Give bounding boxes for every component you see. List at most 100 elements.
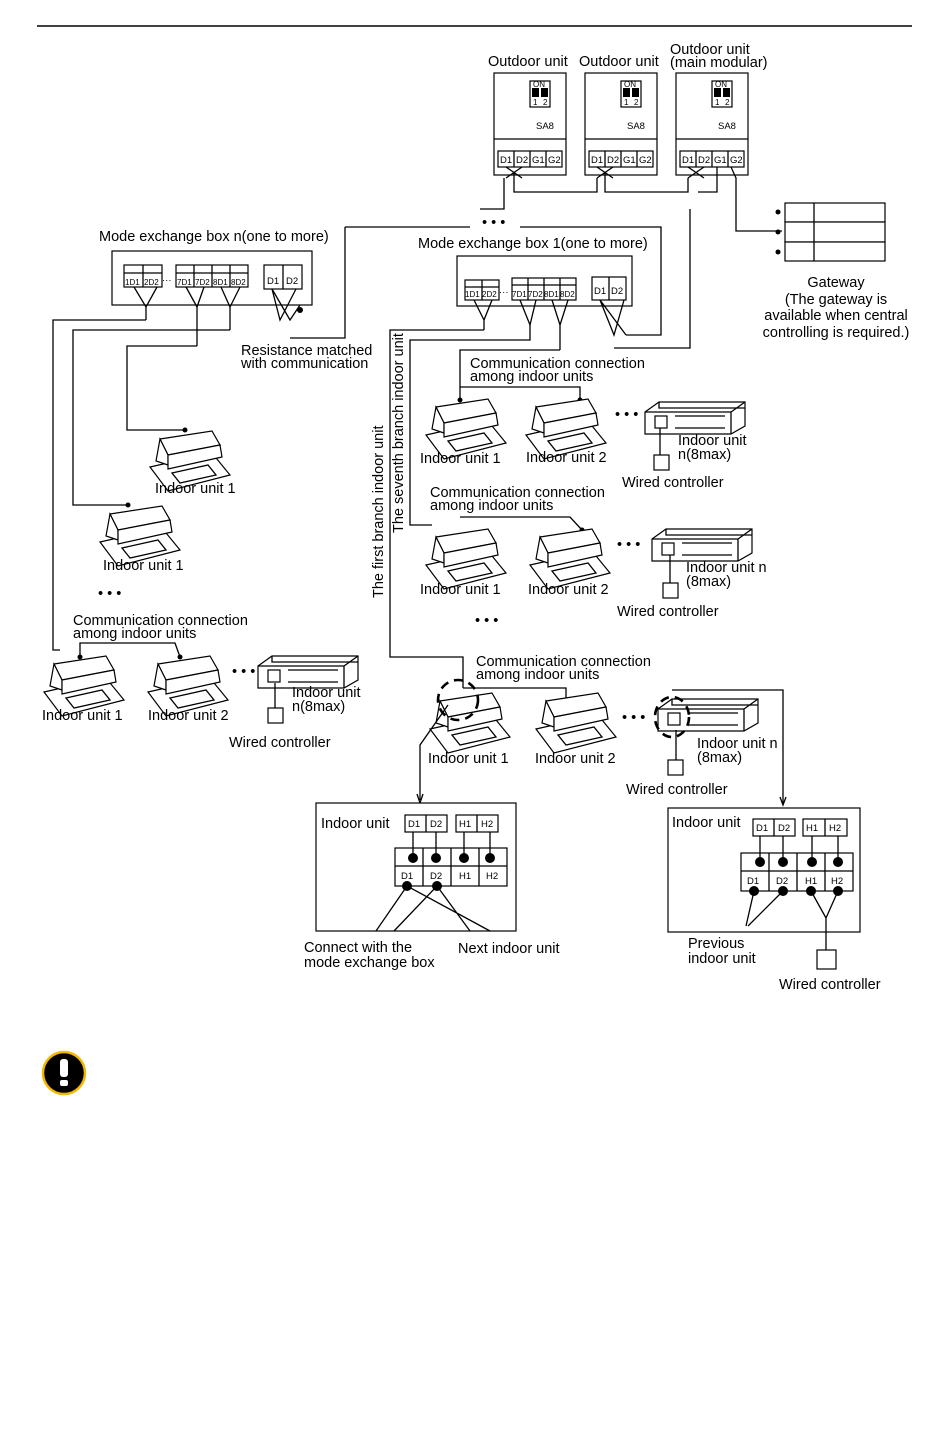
svg-text:G1: G1 bbox=[532, 155, 545, 166]
svg-text:Next indoor unit: Next indoor unit bbox=[458, 941, 560, 957]
duct-unit bbox=[257, 655, 359, 689]
svg-text:Indoor unit 1: Indoor unit 1 bbox=[42, 708, 123, 724]
group-left: Indoor unit 1 Indoor unit 1 • • • Commun… bbox=[42, 430, 361, 751]
svg-text:(8max): (8max) bbox=[686, 574, 731, 590]
svg-text:Indoor unit 2: Indoor unit 2 bbox=[526, 450, 607, 466]
svg-text:2: 2 bbox=[543, 98, 548, 107]
svg-text:• • •: • • • bbox=[622, 710, 645, 726]
svg-text:D2: D2 bbox=[430, 871, 442, 882]
outdoor-unit-3-sublabel: (main modular) bbox=[670, 55, 768, 71]
svg-text:H2: H2 bbox=[831, 876, 843, 887]
svg-text:G2: G2 bbox=[639, 155, 652, 166]
svg-text:···: ··· bbox=[499, 287, 509, 298]
svg-text:Wired controller: Wired controller bbox=[229, 735, 331, 751]
svg-text:D2: D2 bbox=[607, 155, 619, 166]
svg-text:G1: G1 bbox=[623, 155, 636, 166]
svg-text:Indoor unit: Indoor unit bbox=[292, 685, 361, 701]
svg-text:Wired controller: Wired controller bbox=[617, 604, 719, 620]
svg-text:Indoor unit n: Indoor unit n bbox=[697, 736, 778, 752]
svg-text:among indoor units: among indoor units bbox=[73, 626, 196, 642]
svg-text:D1: D1 bbox=[594, 286, 606, 297]
svg-text:D1: D1 bbox=[500, 155, 512, 166]
svg-text:2D2: 2D2 bbox=[482, 290, 497, 299]
svg-text:2: 2 bbox=[634, 98, 639, 107]
gateway-label: Gateway bbox=[807, 275, 865, 291]
svg-text:1: 1 bbox=[533, 98, 538, 107]
svg-text:8D1: 8D1 bbox=[213, 278, 228, 287]
svg-text:D1: D1 bbox=[756, 823, 768, 834]
outdoor-units: Outdoor unit Outdoor unit Outdoor unit (… bbox=[480, 42, 782, 232]
group-a: Communication connection among indoor un… bbox=[420, 356, 747, 491]
svg-text:D2: D2 bbox=[611, 286, 623, 297]
svg-text:among indoor units: among indoor units bbox=[430, 498, 553, 514]
outdoor-unit-1-label: Outdoor unit bbox=[488, 54, 568, 70]
svg-text:H1: H1 bbox=[805, 876, 817, 887]
more-boxes-dots: • • • bbox=[482, 215, 505, 231]
svg-text:SA8: SA8 bbox=[718, 121, 736, 132]
svg-text:(The gateway is: (The gateway is bbox=[785, 292, 887, 308]
cassette-unit bbox=[429, 692, 511, 754]
svg-text:G1: G1 bbox=[714, 155, 727, 166]
mode-box-1-title: Mode exchange box 1(one to more) bbox=[418, 236, 648, 252]
svg-text:8D1: 8D1 bbox=[544, 290, 559, 299]
gateway: Gateway (The gateway is available when c… bbox=[763, 202, 910, 341]
wired-controller-box bbox=[816, 949, 837, 970]
wired-controller-box bbox=[653, 454, 670, 471]
svg-text:• • •: • • • bbox=[617, 537, 640, 553]
svg-text:1D1: 1D1 bbox=[465, 290, 480, 299]
resistance-label-2: with communication bbox=[240, 356, 368, 372]
mode-box-n-title: Mode exchange box n(one to more) bbox=[99, 229, 329, 245]
wired-controller-box bbox=[267, 707, 284, 724]
svg-text:···: ··· bbox=[162, 275, 172, 286]
cassette-unit bbox=[425, 528, 507, 590]
svg-text:2D2: 2D2 bbox=[144, 278, 159, 287]
svg-text:H1: H1 bbox=[459, 819, 471, 830]
svg-text:SA8: SA8 bbox=[536, 121, 554, 132]
svg-text:controlling is required.): controlling is required.) bbox=[763, 325, 910, 341]
svg-text:7D1: 7D1 bbox=[512, 290, 527, 299]
svg-text:H2: H2 bbox=[481, 819, 493, 830]
svg-text:H2: H2 bbox=[486, 871, 498, 882]
svg-text:Indoor unit 2: Indoor unit 2 bbox=[148, 708, 229, 724]
svg-text:8D2: 8D2 bbox=[231, 278, 246, 287]
svg-text:D2: D2 bbox=[776, 876, 788, 887]
first-branch-label: The first branch indoor unit bbox=[371, 426, 387, 598]
detail-indoor-unit-left: Indoor unit D1 D2 H1 H2 D1 D2 H1 H2 Conn… bbox=[304, 802, 560, 971]
svg-text:D1: D1 bbox=[682, 155, 694, 166]
duct-unit bbox=[651, 528, 753, 562]
outdoor-unit-2-label: Outdoor unit bbox=[579, 54, 659, 70]
mode-exchange-box-1: Mode exchange box 1(one to more) 1D1 2D2… bbox=[418, 236, 648, 350]
svg-text:Indoor unit 2: Indoor unit 2 bbox=[535, 751, 616, 767]
svg-text:among indoor units: among indoor units bbox=[470, 369, 593, 385]
svg-text:Indoor unit: Indoor unit bbox=[678, 433, 747, 449]
svg-text:D1: D1 bbox=[401, 871, 413, 882]
svg-text:Wired controller: Wired controller bbox=[779, 977, 881, 993]
svg-text:Indoor unit 1: Indoor unit 1 bbox=[103, 558, 184, 574]
svg-text:ON: ON bbox=[533, 80, 545, 89]
svg-text:mode exchange box: mode exchange box bbox=[304, 955, 435, 971]
svg-text:• • •: • • • bbox=[615, 407, 638, 423]
svg-text:D1: D1 bbox=[747, 876, 759, 887]
svg-text:ON: ON bbox=[715, 80, 727, 89]
seventh-branch-label: The seventh branch indoor unit bbox=[391, 333, 407, 533]
cassette-unit bbox=[529, 528, 611, 590]
svg-text:D1: D1 bbox=[408, 819, 420, 830]
svg-text:among indoor units: among indoor units bbox=[476, 667, 599, 683]
group-c: Communication connection among indoor un… bbox=[416, 654, 787, 807]
svg-text:G2: G2 bbox=[548, 155, 561, 166]
cassette-unit bbox=[425, 398, 507, 460]
svg-text:Indoor unit 1: Indoor unit 1 bbox=[420, 451, 501, 467]
svg-text:SA8: SA8 bbox=[627, 121, 645, 132]
svg-text:H2: H2 bbox=[829, 823, 841, 834]
svg-text:Previous: Previous bbox=[688, 936, 744, 952]
highlight-circle bbox=[436, 678, 480, 722]
cassette-unit bbox=[147, 655, 229, 717]
svg-text:• • •: • • • bbox=[232, 664, 255, 680]
svg-text:D1: D1 bbox=[591, 155, 603, 166]
svg-text:2: 2 bbox=[725, 98, 730, 107]
svg-text:available when central: available when central bbox=[764, 308, 907, 324]
svg-text:Wired controller: Wired controller bbox=[626, 782, 728, 798]
highlight-circle bbox=[653, 695, 691, 739]
detail-indoor-unit-right: Indoor unit D1 D2 H1 H2 D1 D2 H1 H2 Prev… bbox=[667, 807, 881, 993]
